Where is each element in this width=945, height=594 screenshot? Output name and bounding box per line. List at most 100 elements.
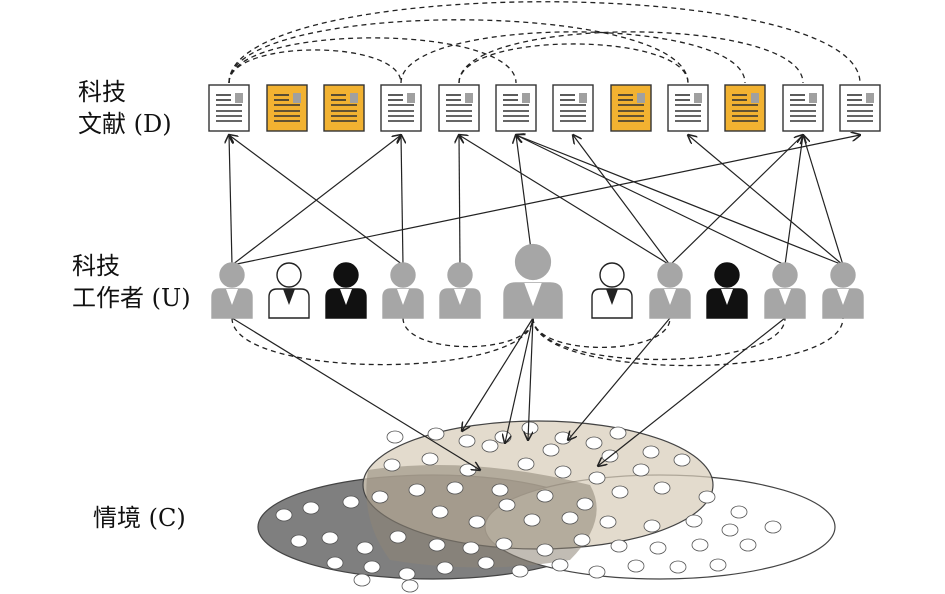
context-dot [521,421,539,435]
context-dot [326,556,344,570]
document-icon [380,84,422,132]
user-link-arc [402,317,534,348]
context-dot [721,523,739,537]
documents-label: 科技 文献 (D) [78,76,172,140]
document-icon [323,84,365,132]
documents-label-line-2: 文献 (D) [78,110,172,138]
user-figure [591,262,633,319]
context-dot [649,541,667,555]
context-dot [599,515,617,529]
user-figure [503,243,563,319]
context-dot [561,511,579,525]
user-link-arc [532,317,786,361]
context-dot [517,457,535,471]
context-dot [495,537,513,551]
document-link-arc [228,49,402,84]
context-dot [536,543,554,557]
context-dot [383,458,401,472]
context-dot [673,453,691,467]
context-dot [389,530,407,544]
context-dot [643,519,661,533]
document-link-arc [228,1,861,84]
context-dot [498,498,516,512]
user-context-arrow [568,317,671,440]
user-document-arrows [229,135,860,266]
user-document-arrow [516,135,534,266]
context-dot [421,452,439,466]
document-row [208,84,881,132]
document-link-arc [400,31,746,84]
context-circles [275,421,782,593]
user-link-arc [532,317,671,348]
user-document-arrow [516,135,844,266]
context-dot [554,431,572,445]
context-dot [371,490,389,504]
user-figure [706,262,748,319]
user-document-arrow [573,135,671,266]
context-label: 情境 (C) [93,502,186,534]
context-dot [458,434,476,448]
document-link-arc [228,19,689,84]
context-dot [642,445,660,459]
context-dot [386,430,404,444]
context-dot [342,495,360,509]
context-dot [353,573,371,587]
context-dot [610,539,628,553]
context-dot [427,427,445,441]
user-document-arrow [229,135,232,266]
context-dot [669,560,687,574]
document-icon [495,84,537,132]
document-icon [438,84,480,132]
context-dot [401,579,419,593]
user-link-arc [532,317,844,367]
context-dot [481,439,499,453]
document-icon [266,84,308,132]
context-dot [585,436,603,450]
context-dot [632,463,650,477]
context-dot [398,567,416,581]
context-dot [764,520,782,534]
user-context-arrow [505,317,534,443]
context-dot [290,534,308,548]
context-dot [494,430,512,444]
document-icon [552,84,594,132]
document-icon [782,84,824,132]
user-figure [211,262,253,319]
user-document-arrow [229,135,404,266]
user-context-arrow [528,317,534,440]
context-dot [275,508,293,522]
context-dot [511,564,529,578]
user-figure [764,262,806,319]
documents-label-line-1: 科技 [78,78,126,106]
context-dot [573,533,591,547]
context-dot [709,558,727,572]
user-document-arrow [459,135,460,266]
context-dot [730,505,748,519]
context-dot [408,483,426,497]
users-label: 科技 工作者 (U) [72,250,191,314]
context-dot [588,471,606,485]
context-dot [462,541,480,555]
context-label-line-1: 情境 (C) [93,504,186,532]
user-context-arrow [598,317,786,466]
context-dot [627,559,645,573]
users-label-line-2: 工作者 (U) [72,284,191,312]
user-figure [382,262,424,319]
user-document-arrow [401,135,403,266]
user-figure [325,262,367,319]
user-document-arrow [803,135,844,266]
user-document-arrow [459,135,671,266]
context-dot [691,538,709,552]
context-dot [446,481,464,495]
document-icon [208,84,250,132]
context-dot [609,426,627,440]
user-figure [439,262,481,319]
context-dot [551,558,569,572]
user-context-arrow [462,317,534,431]
context-dot [653,481,671,495]
context-dot [477,556,495,570]
context-dot [468,515,486,529]
context-dot [302,501,320,515]
